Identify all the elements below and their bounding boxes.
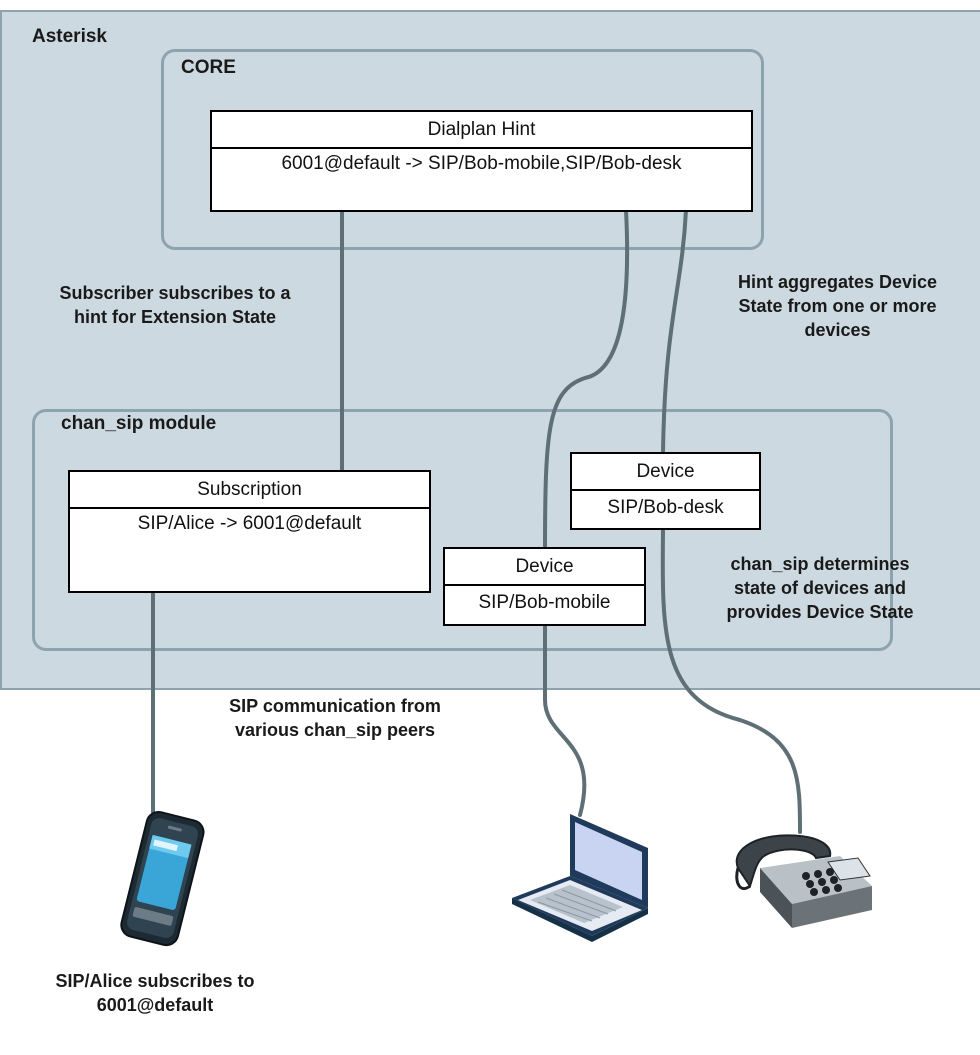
hint-to-bob-desk-line: [661, 208, 688, 454]
alice-annotation: SIP/Alice subscribes to 6001@default: [5, 969, 305, 1017]
subscriber-annotation-line1: Subscriber subscribes to a: [59, 283, 291, 303]
chansip-annotation-line2: state of devices and: [733, 578, 907, 598]
laptop-icon: [512, 814, 648, 942]
sipcomm-annotation-line1: SIP communication from: [229, 696, 441, 716]
hint-annotation-line2: State from one or more: [738, 296, 937, 316]
desk-phone-icon: [735, 834, 872, 928]
sip-communication-annotation: SIP communication from various chan_sip …: [180, 694, 490, 742]
subscription-title: Subscription: [70, 472, 429, 509]
chansip-annotation-line3: provides Device State: [726, 602, 914, 622]
sipcomm-annotation-line2: various chan_sip peers: [234, 720, 436, 740]
device-bob-desk-title: Device: [572, 454, 759, 491]
hint-annotation-line3: devices: [804, 320, 871, 340]
hint-to-bob-mobile-line: [543, 208, 630, 817]
chan-sip-group: [32, 409, 893, 651]
dialplan-hint-box: Dialplan Hint 6001@default -> SIP/Bob-mo…: [210, 110, 753, 212]
device-bob-desk-body: SIP/Bob-desk: [607, 497, 724, 518]
subscription-box: Subscription SIP/Alice -> 6001@default: [68, 470, 431, 593]
subscriber-annotation-line2: hint for Extension State: [73, 307, 277, 327]
dialplan-hint-title: Dialplan Hint: [212, 112, 751, 149]
hint-aggregates-annotation: Hint aggregates Device State from one or…: [695, 270, 980, 342]
asterisk-label: Asterisk: [32, 26, 107, 47]
alice-annotation-line1: SIP/Alice subscribes to: [55, 971, 255, 991]
bob-desk-to-phone-line: [660, 528, 802, 834]
device-bob-mobile-box: Device SIP/Bob-mobile: [443, 547, 646, 626]
chansip-annotation-line1: chan_sip determines: [730, 554, 910, 574]
core-group: [161, 49, 764, 250]
chan-sip-label: chan_sip module: [61, 413, 217, 434]
device-bob-mobile-body: SIP/Bob-mobile: [478, 592, 611, 613]
dialplan-hint-body: 6001@default -> SIP/Bob-mobile,SIP/Bob-d…: [281, 153, 682, 174]
smartphone-icon: [120, 810, 205, 947]
device-bob-mobile-title: Device: [445, 549, 644, 586]
chan-sip-annotation: chan_sip determines state of devices and…: [680, 552, 960, 624]
alice-annotation-line2: 6001@default: [96, 995, 214, 1015]
hint-annotation-line1: Hint aggregates Device: [737, 272, 938, 292]
subscriber-annotation: Subscriber subscribes to a hint for Exte…: [10, 281, 340, 329]
core-label: CORE: [181, 57, 236, 78]
device-bob-desk-box: Device SIP/Bob-desk: [570, 452, 761, 530]
subscription-body: SIP/Alice -> 6001@default: [137, 513, 362, 534]
